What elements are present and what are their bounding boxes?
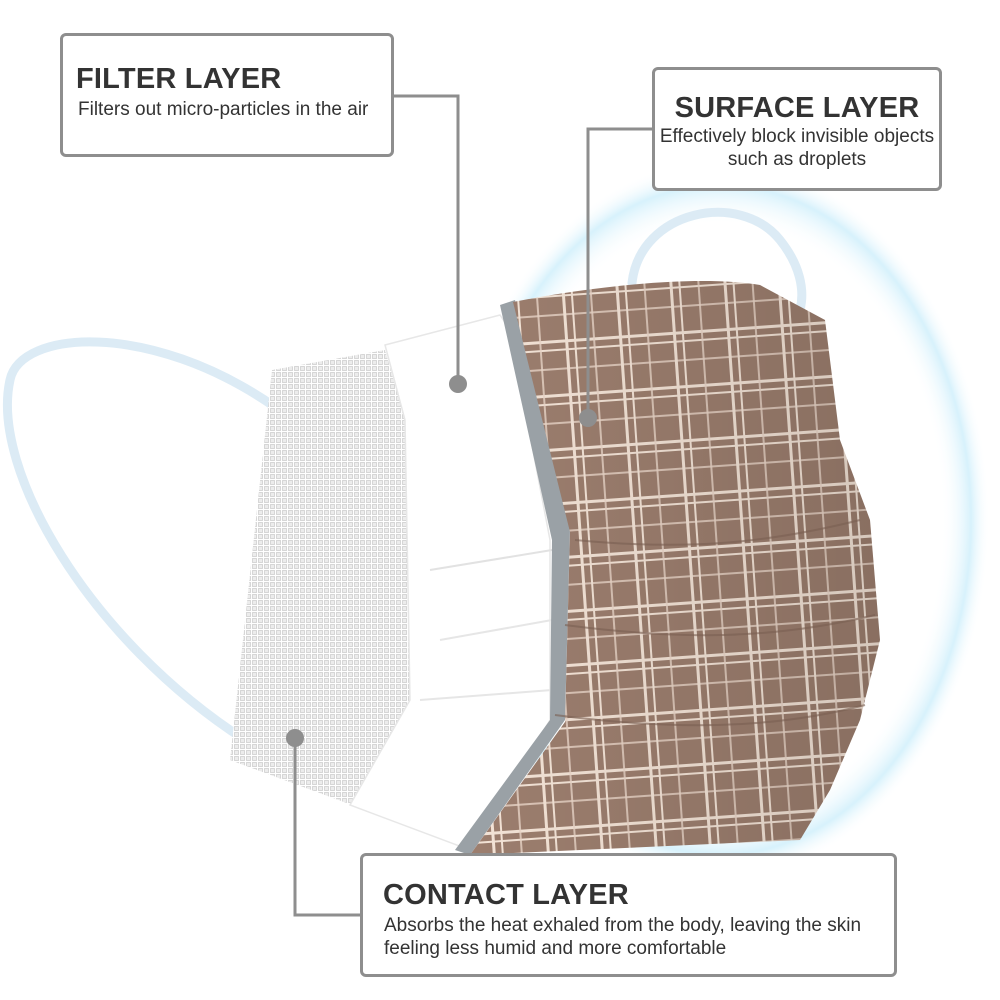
contact-layer-title: CONTACT LAYER bbox=[383, 879, 629, 911]
filter-layer-description: Filters out micro-particles in the air bbox=[78, 99, 369, 120]
surface-layer-callout: SURFACE LAYER Effectively block invisibl… bbox=[652, 67, 942, 191]
surface-layer-description: Effectively block invisible objects such… bbox=[659, 126, 935, 170]
contact-layer-callout: CONTACT LAYER Absorbs the heat exhaled f… bbox=[360, 853, 897, 977]
filter-connector-dot bbox=[449, 375, 467, 393]
filter-layer-callout: FILTER LAYER Filters out micro-particles… bbox=[60, 33, 394, 157]
contact-connector-dot bbox=[286, 729, 304, 747]
filter-layer-title: FILTER LAYER bbox=[76, 63, 282, 95]
surface-layer-title: SURFACE LAYER bbox=[674, 92, 920, 124]
contact-layer-description: Absorbs the heat exhaled from the body, … bbox=[384, 915, 862, 959]
surface-connector-dot bbox=[579, 409, 597, 427]
